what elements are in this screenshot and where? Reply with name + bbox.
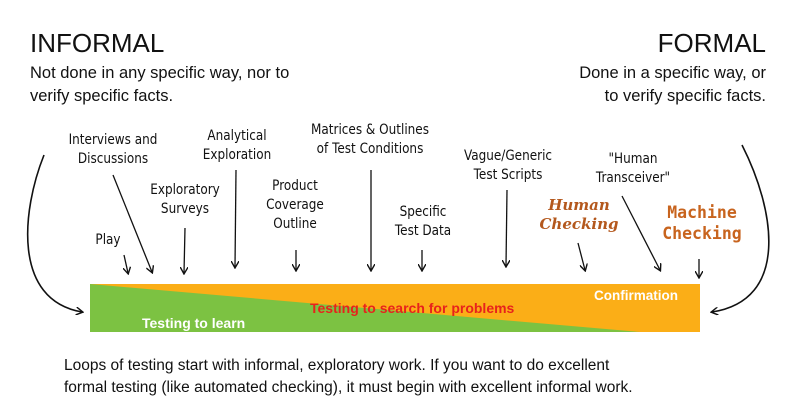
formal-description-line-1: Done in a specific way, or — [579, 64, 766, 82]
label-analytical-exploration: Analytical Exploration — [190, 127, 285, 165]
human-transceiver-arrow — [621, 195, 660, 270]
label-transceiver-line-2: Transceiver" — [595, 170, 671, 186]
caption: Loops of testing start with informal, ex… — [64, 355, 633, 399]
label-interviews-line-2: Discussions — [77, 151, 149, 167]
label-specific-line-2: Test Data — [394, 223, 452, 239]
exploratory-surveys-arrow — [184, 227, 185, 273]
right-loop-arrow — [712, 144, 770, 312]
formal-description-line-2: to verify specific facts. — [604, 87, 766, 105]
formal-heading: FORMAL — [657, 28, 766, 58]
label-vague-generic-scripts: Vague/Generic Test Scripts — [456, 147, 559, 185]
informal-description-line-1: Not done in any specific way, nor to — [30, 64, 290, 82]
label-exploratory-surveys: Exploratory Surveys — [138, 181, 233, 219]
label-interviews-line-1: Interviews and — [68, 132, 158, 148]
label-product-line-2: Coverage — [266, 197, 324, 213]
caption-line-1: Loops of testing start with informal, ex… — [64, 357, 610, 374]
label-product-line-3: Outline — [273, 216, 317, 232]
label-human-checking-line-1: Human — [548, 196, 610, 214]
label-human-checking: Human Checking — [536, 196, 622, 234]
analytical-exploration-arrow — [235, 169, 236, 267]
label-analytical-line-1: Analytical — [207, 128, 267, 144]
bar-label-learn: Testing to learn — [142, 315, 246, 331]
informal-heading: INFORMAL — [30, 28, 165, 58]
informal-description: Not done in any specific way, nor to ver… — [30, 62, 289, 108]
label-specific-test-data: Specific Test Data — [386, 203, 460, 241]
label-human-checking-line-2: Checking — [539, 215, 619, 233]
bar-orange-segment — [90, 284, 700, 332]
bar-label-confirmation: Confirmation — [594, 288, 678, 303]
label-product-line-1: Product — [272, 178, 318, 194]
human-checking-arrow — [577, 242, 585, 270]
left-loop-arrow — [26, 154, 82, 312]
label-play: Play — [95, 232, 121, 248]
formal-description: Done in a specific way, or to verify spe… — [579, 62, 766, 108]
label-matrices-line-2: of Test Conditions — [316, 141, 424, 157]
label-exploratory-line-1: Exploratory — [150, 182, 220, 198]
label-exploratory-line-2: Surveys — [160, 201, 210, 217]
caption-line-2: formal testing (like automated checking)… — [64, 379, 633, 396]
bar-label-search: Testing to search for problems — [310, 300, 515, 316]
label-vague-line-1: Vague/Generic — [463, 148, 553, 164]
label-machine-checking: Machine Checking — [652, 202, 752, 244]
label-matrices-line-1: Matrices & Outlines — [311, 122, 429, 138]
label-transceiver-line-1: "Human — [608, 151, 658, 167]
label-machine-checking-line-2: Checking — [662, 224, 742, 243]
label-analytical-line-2: Exploration — [202, 147, 272, 163]
label-product-coverage-outline: Product Coverage Outline — [256, 177, 333, 234]
label-human-transceiver: "Human Transceiver" — [582, 150, 683, 188]
vague-scripts-arrow — [506, 189, 507, 266]
label-specific-line-1: Specific — [399, 204, 447, 220]
informal-description-line-2: verify specific facts. — [30, 87, 174, 105]
label-matrices-outlines: Matrices & Outlines of Test Conditions — [301, 121, 439, 159]
label-vague-line-2: Test Scripts — [473, 167, 543, 183]
label-interviews-discussions: Interviews and Discussions — [57, 131, 169, 169]
interviews-arrow — [112, 174, 152, 272]
label-machine-checking-line-1: Machine — [667, 203, 737, 222]
play-arrow — [124, 254, 128, 273]
